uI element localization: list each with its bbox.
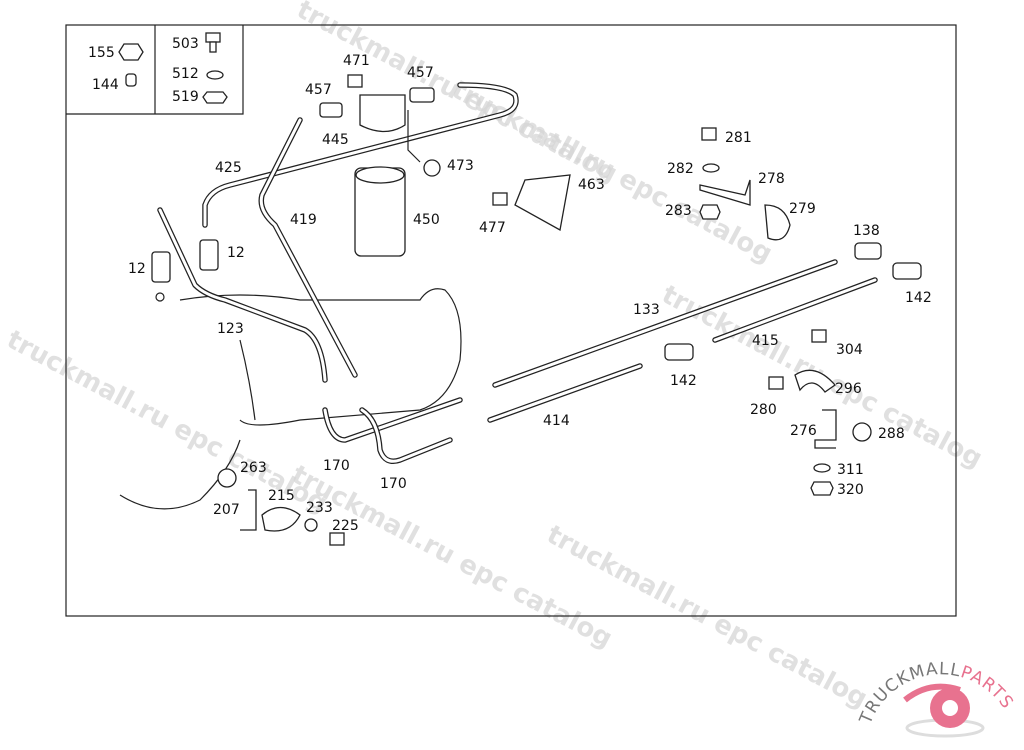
- part-label: 414: [543, 413, 570, 429]
- part-label: 415: [752, 333, 779, 349]
- part-label: 304: [836, 342, 863, 358]
- part-label: 288: [878, 426, 905, 442]
- part-label: 425: [215, 160, 242, 176]
- filter-head-icon: [359, 94, 406, 133]
- part-label: 473: [447, 158, 474, 174]
- part-label: 419: [290, 212, 317, 228]
- bolt-icon: [205, 32, 221, 43]
- part-label: 471: [343, 53, 370, 69]
- part-label: 233: [306, 500, 333, 516]
- engine-outline: [119, 288, 462, 510]
- part-label: 503: [172, 36, 199, 52]
- part-label: 225: [332, 518, 359, 534]
- part-label: 512: [172, 66, 199, 82]
- part-label: 463: [578, 177, 605, 193]
- legend-box: 155 144 503 512 519: [66, 25, 244, 115]
- part-label: 170: [323, 458, 350, 474]
- parts: [151, 74, 922, 546]
- part-label: 311: [837, 462, 864, 478]
- part-label: 12: [227, 245, 245, 261]
- part-label: 279: [789, 201, 816, 217]
- part-label: 133: [633, 302, 660, 318]
- bolt-icon: [209, 41, 217, 53]
- diagram-frame: [65, 24, 957, 617]
- part-label: 457: [407, 65, 434, 81]
- part-label: 276: [790, 423, 817, 439]
- part-label: 263: [240, 460, 267, 476]
- part-label: 445: [322, 132, 349, 148]
- gasket-icon: [514, 174, 571, 232]
- part-label: 280: [750, 402, 777, 418]
- part-label: 155: [88, 45, 115, 61]
- part-label: 296: [835, 381, 862, 397]
- part-label: 142: [670, 373, 697, 389]
- plug-icon: [125, 73, 137, 87]
- part-label: 170: [380, 476, 407, 492]
- watermark: truckmall.ru epc catalog: [447, 75, 777, 270]
- nut-icon: [202, 91, 228, 104]
- truckmall-parts-logo: TRUCKMALLPARTS: [856, 659, 1016, 738]
- part-label: 215: [268, 488, 295, 504]
- part-label: 320: [837, 482, 864, 498]
- part-label: 123: [217, 321, 244, 337]
- part-label: 457: [305, 82, 332, 98]
- fuel-pipes: [157, 82, 878, 464]
- part-label: 207: [213, 502, 240, 518]
- part-label: 282: [667, 161, 694, 177]
- part-label: 142: [905, 290, 932, 306]
- nut-icon: [423, 159, 441, 177]
- part-label: 283: [665, 203, 692, 219]
- part-label: 278: [758, 171, 785, 187]
- part-label: 144: [92, 77, 119, 93]
- part-label: 281: [725, 130, 752, 146]
- part-label: 450: [413, 212, 440, 228]
- part-label: 12: [128, 261, 146, 277]
- washer-icon: [206, 70, 224, 80]
- part-label: 477: [479, 220, 506, 236]
- nut-icon: [118, 43, 144, 61]
- part-labels: 471 457 457 445 473 425 419 450 463 477 …: [128, 53, 932, 534]
- part-label: 138: [853, 223, 880, 239]
- part-label: 519: [172, 89, 199, 105]
